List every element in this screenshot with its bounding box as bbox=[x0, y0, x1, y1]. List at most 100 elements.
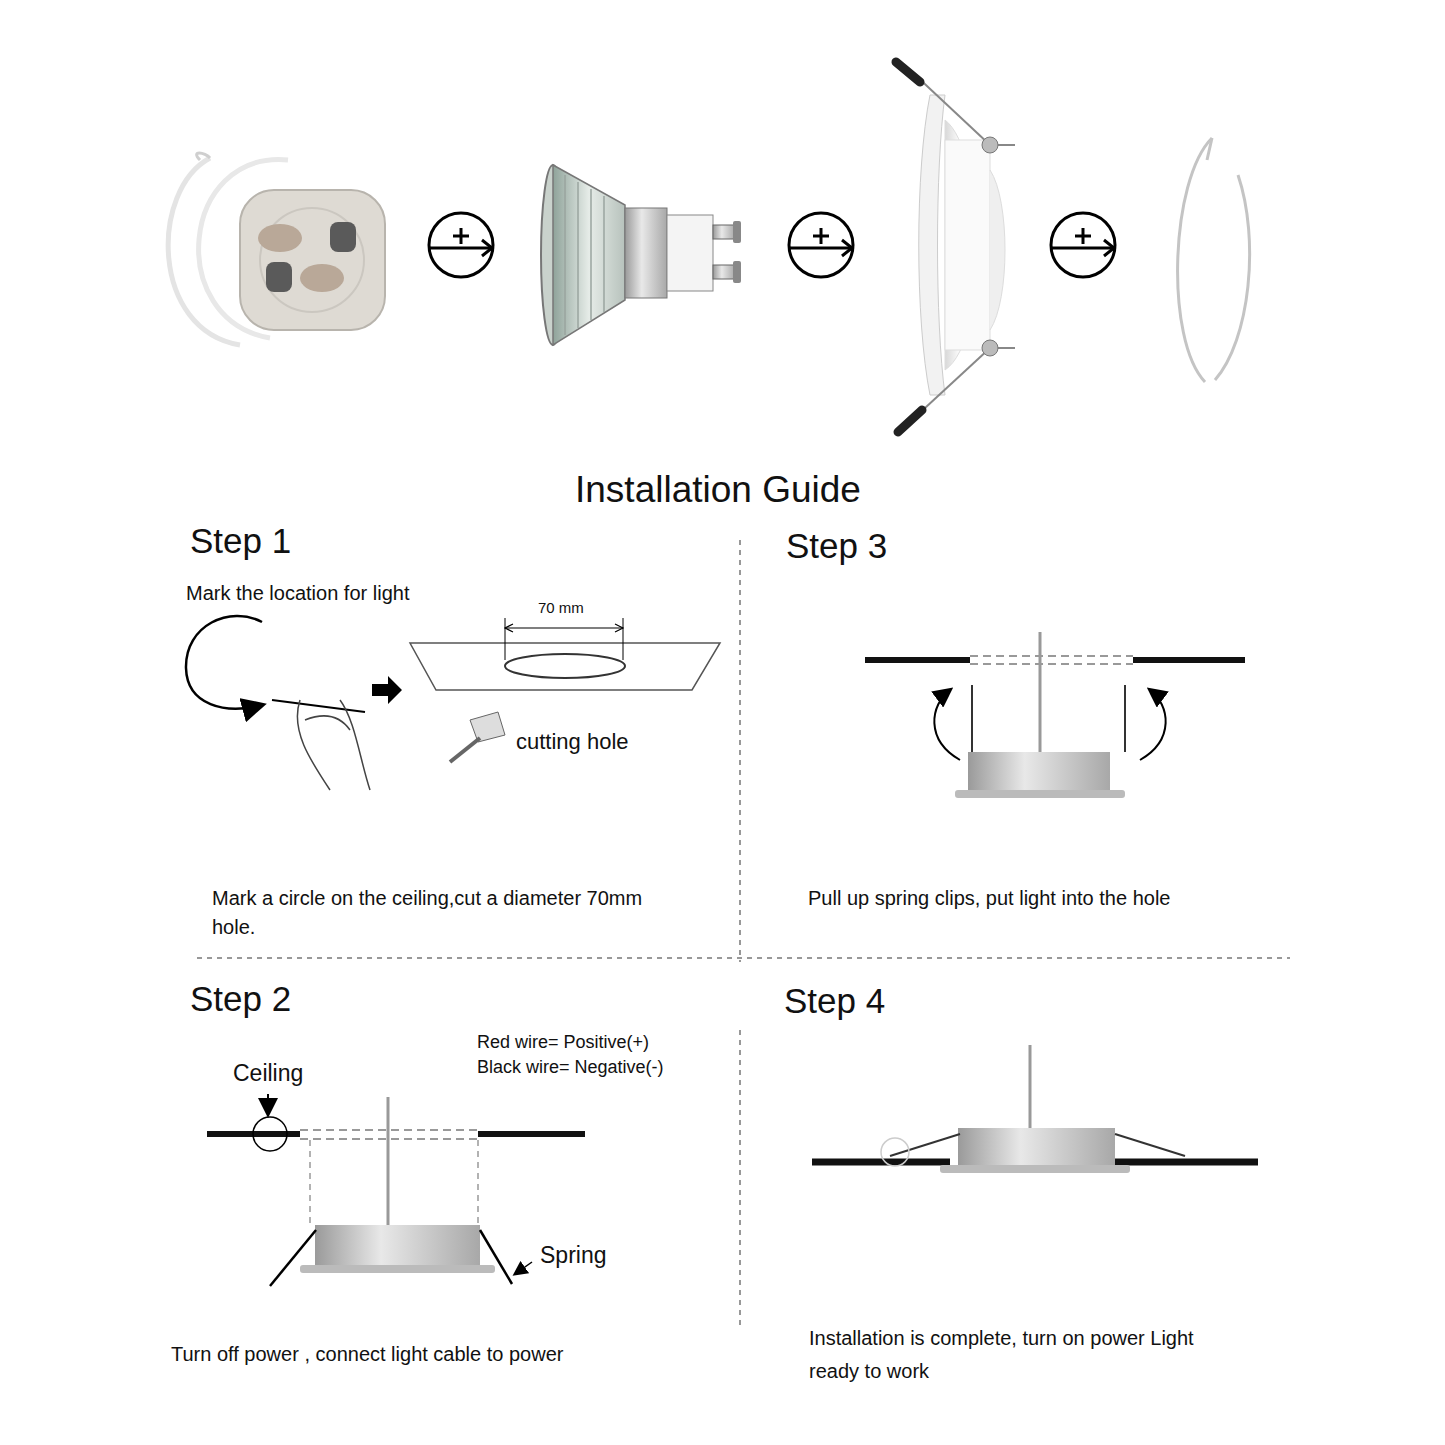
plus-arrow-symbol-part bbox=[789, 213, 853, 277]
step3-illustration-part bbox=[970, 655, 1133, 657]
panel-divider-part bbox=[739, 1030, 741, 1325]
gu10-socket bbox=[168, 153, 385, 345]
downlight-frame-part bbox=[898, 410, 922, 432]
step3-illustration-part bbox=[955, 790, 1125, 798]
step4-illustration-part bbox=[1115, 1159, 1258, 1166]
gu10-socket-part bbox=[266, 262, 292, 292]
gu10-bulb-part-part bbox=[577, 182, 579, 328]
step2-illustration-part bbox=[253, 1117, 287, 1151]
step3-illustration-part bbox=[934, 690, 960, 760]
step2-illustration-part bbox=[267, 1094, 269, 1114]
step4-illustration-part bbox=[812, 1159, 950, 1166]
step1-illustration-part bbox=[470, 712, 505, 742]
panel-divider bbox=[197, 540, 1290, 1325]
step1-illustration-part bbox=[410, 643, 720, 690]
plus-arrow-symbol-part bbox=[1051, 213, 1115, 277]
step2-illustration-part bbox=[515, 1262, 532, 1274]
step2-illustration-part bbox=[480, 1230, 512, 1284]
step-description: Mark a circle on the ceiling,cut a diame… bbox=[212, 884, 662, 942]
step4-illustration-part bbox=[958, 1128, 1115, 1165]
step2-illustration-part bbox=[478, 1131, 585, 1137]
plus-arrow-symbol-part bbox=[429, 247, 490, 250]
step1-illustration bbox=[186, 616, 720, 790]
downlight-frame bbox=[896, 62, 1015, 432]
plus-arrow-symbol-part bbox=[1104, 240, 1114, 256]
step4-illustration-part bbox=[881, 1138, 909, 1166]
downlight-frame-part bbox=[945, 140, 990, 350]
panel-divider-part bbox=[197, 957, 1290, 959]
retaining-ring-part bbox=[1215, 175, 1250, 380]
gu10-bulb-part-part bbox=[590, 189, 592, 320]
tool-label: cutting hole bbox=[516, 729, 629, 755]
step2-illustration-part bbox=[300, 1265, 495, 1273]
step1-illustration-part bbox=[505, 624, 623, 632]
step1-illustration-part bbox=[505, 618, 506, 660]
gu10-bulb-part bbox=[667, 215, 713, 291]
gu10-bulb-part bbox=[565, 175, 604, 335]
downlight-frame-part bbox=[912, 72, 1015, 420]
gu10-bulb-part bbox=[733, 221, 741, 243]
plus-arrow-symbol-part bbox=[789, 247, 850, 250]
retaining-ring-part bbox=[1178, 138, 1212, 382]
step3-illustration-part bbox=[968, 752, 1110, 790]
step4-illustration-part bbox=[890, 1134, 960, 1156]
step2-illustration bbox=[207, 1094, 585, 1286]
dimension-label: 70 mm bbox=[538, 599, 584, 617]
wire-note: Red wire= Positive(+) bbox=[477, 1032, 649, 1054]
gu10-socket-part bbox=[240, 190, 385, 330]
gu10-socket-part bbox=[330, 222, 356, 252]
part-label: Spring bbox=[540, 1242, 606, 1270]
step3-illustration-part bbox=[1140, 690, 1166, 760]
downlight-frame-part bbox=[919, 95, 945, 395]
gu10-bulb-part bbox=[713, 265, 735, 279]
step-heading: Step 1 bbox=[190, 520, 291, 562]
plus-arrow-symbol bbox=[429, 213, 1115, 277]
step-description: Installation is complete, turn on power … bbox=[809, 1322, 1229, 1388]
step4-illustration-part bbox=[1115, 1134, 1185, 1156]
gu10-bulb-part bbox=[733, 261, 741, 283]
step4-illustration bbox=[812, 1045, 1258, 1173]
step3-illustration-part bbox=[1133, 657, 1245, 663]
wire-note: Black wire= Negative(-) bbox=[477, 1057, 664, 1079]
downlight-frame-part bbox=[990, 170, 1005, 330]
plus-arrow-symbol-part bbox=[842, 240, 852, 256]
gu10-bulb bbox=[541, 165, 741, 345]
step2-illustration-part bbox=[270, 1230, 316, 1286]
panel-divider-part bbox=[739, 540, 741, 962]
step1-illustration-part bbox=[623, 618, 624, 660]
step4-illustration-part bbox=[940, 1165, 1130, 1173]
gu10-bulb-part bbox=[713, 225, 735, 239]
step-description: Turn off power , connect light cable to … bbox=[171, 1342, 563, 1366]
gu10-socket-part bbox=[300, 264, 344, 292]
step3-illustration-part bbox=[971, 685, 973, 752]
downlight-frame-part bbox=[896, 62, 920, 82]
step-heading: Step 3 bbox=[786, 525, 887, 567]
step3-illustration-part bbox=[970, 663, 1133, 665]
step1-illustration-part bbox=[450, 738, 480, 762]
step1-illustration-part bbox=[272, 700, 365, 712]
plus-arrow-symbol-part bbox=[482, 240, 492, 256]
step1-illustration-part bbox=[186, 616, 262, 709]
downlight-frame-part bbox=[982, 137, 998, 153]
step4-illustration-part bbox=[1029, 1045, 1032, 1128]
step1-illustration-part bbox=[372, 676, 402, 704]
plus-arrow-symbol-part bbox=[813, 235, 829, 238]
step2-illustration-part bbox=[387, 1097, 390, 1225]
gu10-socket-part bbox=[258, 224, 302, 252]
plus-arrow-symbol-part bbox=[429, 213, 493, 277]
step1-illustration-part bbox=[505, 654, 625, 678]
gu10-bulb-part bbox=[625, 208, 667, 298]
downlight-frame-part bbox=[982, 340, 998, 356]
step1-illustration-part bbox=[297, 700, 370, 790]
step-heading: Step 2 bbox=[190, 978, 291, 1020]
plus-arrow-symbol-part bbox=[1051, 247, 1112, 250]
plus-arrow-symbol-part bbox=[453, 235, 469, 238]
step-heading: Step 4 bbox=[784, 980, 885, 1022]
step-description: Pull up spring clips, put light into the… bbox=[808, 886, 1170, 910]
gu10-socket-part bbox=[197, 153, 210, 160]
part-label: Ceiling bbox=[233, 1060, 303, 1088]
step3-illustration-part bbox=[1039, 632, 1042, 752]
step2-illustration-part bbox=[309, 1140, 311, 1225]
gu10-bulb-part bbox=[553, 165, 625, 345]
